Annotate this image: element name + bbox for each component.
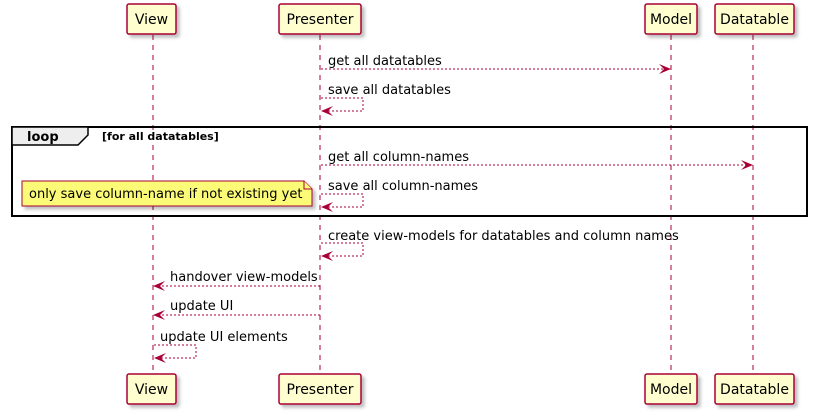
message-create-view-models: create view-models for datatables and co… <box>321 229 679 261</box>
participant-label: Model <box>650 382 692 398</box>
participant-label: Datatable <box>720 12 789 28</box>
loop-border <box>11 126 808 217</box>
loop-keyword: loop <box>27 130 59 145</box>
arrowhead-icon <box>321 106 333 116</box>
arrowhead-icon <box>154 353 166 363</box>
message-update-ui: update UI <box>153 299 320 320</box>
message-save-all-datatables: save all datatables <box>321 83 451 116</box>
note: only save column-name if not existing ye… <box>21 180 313 207</box>
arrowhead-icon <box>153 310 165 320</box>
participant-view-top: View <box>126 3 177 35</box>
message-label: update UI <box>170 299 233 314</box>
participant-presenter-bottom: Presenter <box>278 373 362 405</box>
message-label: save all datatables <box>328 83 451 98</box>
participant-presenter-top: Presenter <box>278 3 362 35</box>
lifelines <box>152 35 754 373</box>
participant-label: Presenter <box>287 12 354 28</box>
participant-model-bottom: Model <box>644 373 698 405</box>
loop-condition: [for all datatables] <box>102 130 219 143</box>
message-label: handover view-models <box>170 270 318 285</box>
arrowhead-icon <box>741 160 753 170</box>
message-label: update UI elements <box>160 330 288 345</box>
participants-bottom: View Presenter Model Datatable <box>126 373 795 405</box>
participant-label: View <box>135 382 168 398</box>
participant-label: Model <box>650 12 692 28</box>
participant-label: Presenter <box>287 382 354 398</box>
participant-datatable-top: Datatable <box>714 3 795 35</box>
message-get-all-datatables: get all datatables <box>321 54 671 74</box>
note-text: only save column-name if not existing ye… <box>29 187 302 202</box>
message-label: save all column-names <box>328 179 478 194</box>
participants-top: View Presenter Model Datatable <box>126 3 795 35</box>
message-label: get all column-names <box>328 150 469 165</box>
message-save-all-column-names: save all column-names <box>321 179 478 212</box>
participant-datatable-bottom: Datatable <box>714 373 795 405</box>
arrowhead-icon <box>321 251 333 261</box>
arrowhead-icon <box>321 202 333 212</box>
participant-label: View <box>135 12 168 28</box>
participant-label: Datatable <box>720 382 789 398</box>
message-update-ui-elements: update UI elements <box>154 330 288 363</box>
message-label: get all datatables <box>328 54 442 69</box>
message-handover-view-models: handover view-models <box>153 270 320 291</box>
message-get-all-column-names: get all column-names <box>321 150 753 170</box>
loop-frame: loop [for all datatables] <box>11 126 808 217</box>
participant-model-top: Model <box>644 3 698 35</box>
note-shape <box>21 180 313 207</box>
loop-tab <box>11 126 89 146</box>
participant-view-bottom: View <box>126 373 177 405</box>
messages: get all datatables save all datatables g… <box>153 54 753 363</box>
arrowhead-icon <box>153 281 165 291</box>
arrowhead-icon <box>659 64 671 74</box>
message-label: create view-models for datatables and co… <box>328 229 679 244</box>
